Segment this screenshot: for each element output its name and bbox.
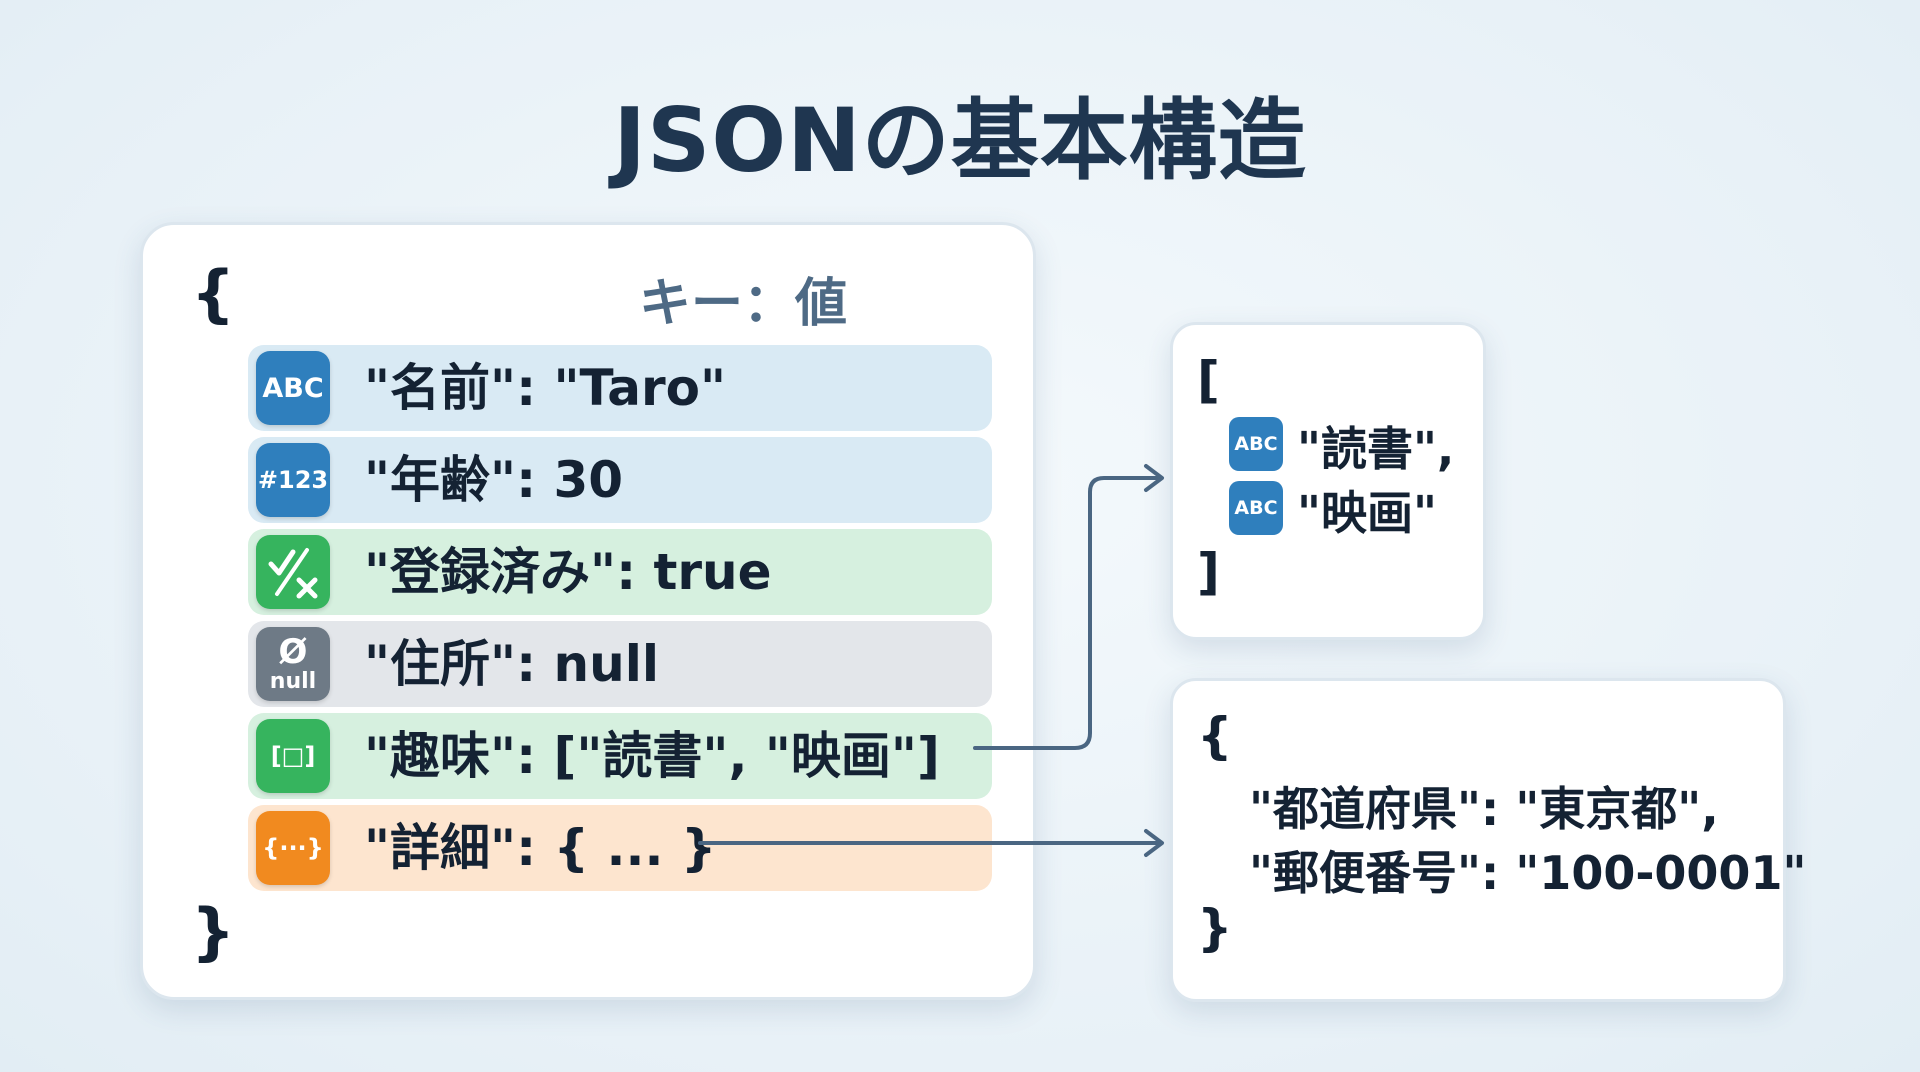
row-boolean: "登録済み": true <box>248 529 992 615</box>
number-type-icon: #123 <box>256 443 330 517</box>
row-number: #123 "年齢": 30 <box>248 437 992 523</box>
arrow-head-icon <box>1144 464 1164 492</box>
row-object-text: "詳細": { ... } <box>364 819 717 877</box>
row-object: {···} "詳細": { ... } <box>248 805 992 891</box>
string-type-icon: ABC <box>256 351 330 425</box>
empty-set-icon: Ø <box>278 632 308 672</box>
array-item-text: "映画" <box>1297 486 1437 540</box>
string-type-icon: ABC <box>1229 417 1283 471</box>
object-line: "郵便番号": "100-0001" <box>1249 846 1807 900</box>
row-null: Ø null "住所": null <box>248 621 992 707</box>
row-null-text: "住所": null <box>364 635 659 693</box>
close-brace: } <box>191 895 236 968</box>
null-type-icon: Ø null <box>256 627 330 701</box>
arrow-head-icon <box>1144 829 1164 857</box>
array-open-bracket: [ <box>1197 351 1220 409</box>
row-string-text: "名前": "Taro" <box>364 359 727 417</box>
key-value-header: キー：値 <box>638 274 847 334</box>
array-type-icon: [□] <box>256 719 330 793</box>
object-detail-panel: { "都道府県": "東京都", "郵便番号": "100-0001" } <box>1170 678 1806 1002</box>
array-detail-panel: [ ABC "読書", ABC "映画" ] <box>1170 322 1486 640</box>
string-type-icon: ABC <box>1229 481 1283 535</box>
check-cross-icon <box>268 548 318 599</box>
object-open-brace: { <box>1197 707 1233 765</box>
row-array: [□] "趣味": ["読書", "映画"] <box>248 713 992 799</box>
open-brace: { <box>191 257 236 330</box>
page-title: JSONの基本構造 <box>613 89 1307 192</box>
null-badge-label: null <box>269 669 317 694</box>
boolean-type-icon <box>256 535 330 609</box>
row-array-text: "趣味": ["読書", "映画"] <box>364 727 940 785</box>
row-number-text: "年齢": 30 <box>364 451 624 509</box>
object-close-brace: } <box>1197 899 1233 957</box>
array-close-bracket: ] <box>1197 543 1220 601</box>
object-line: "都道府県": "東京都", <box>1249 782 1719 836</box>
json-object-panel: { キー：値 ABC "名前": "Taro" #123 "年齢": 30 "登… <box>140 222 1036 1000</box>
row-string: ABC "名前": "Taro" <box>248 345 992 431</box>
array-connector-arrow <box>973 476 1162 750</box>
object-type-icon: {···} <box>256 811 330 885</box>
row-boolean-text: "登録済み": true <box>364 543 772 601</box>
array-item-text: "読書", <box>1297 422 1455 476</box>
